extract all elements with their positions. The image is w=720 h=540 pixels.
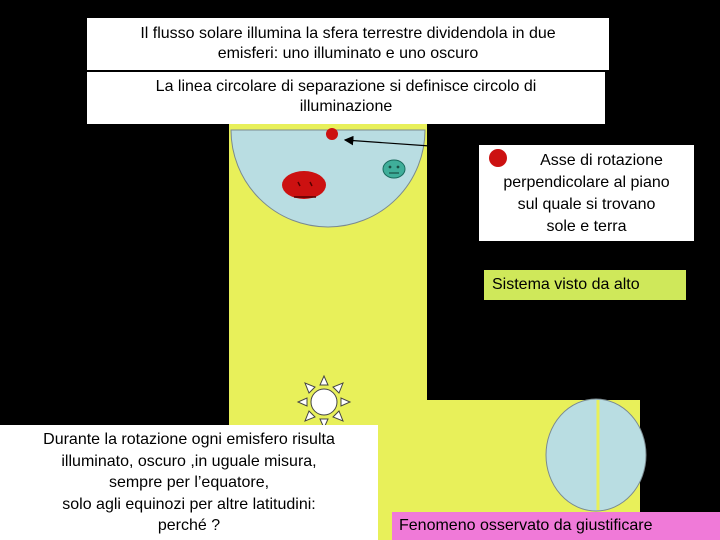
sun-icon [296,374,352,430]
axis-dot-icon [489,149,507,167]
caption-phenomenon-text: Fenomeno osservato da giustificare [399,517,653,534]
caption-axis-line3: sul quale si trovano [517,196,656,213]
caption-flux: Il flusso solare illumina la sfera terre… [87,18,609,70]
caption-axis: Asse di rotazione perpendicolare al pian… [479,145,694,241]
caption-rotation: Durante la rotazione ogni emisfero risul… [0,425,378,540]
caption-axis-line4: sole e terra [546,218,627,235]
caption-rotation-line1: Durante la rotazione ogni emisfero risul… [43,431,335,448]
earth-sphere-side [545,398,647,512]
caption-rotation-line4: solo agli equinozi per altre latitudini: [62,495,316,513]
caption-axis-line2: perpendicolare al piano [503,174,670,191]
caption-top-view-text: Sistema visto da alto [492,276,640,293]
earth-side-view [545,398,647,512]
caption-circle-line2: illuminazione [299,98,393,115]
caption-axis-line1: Asse di rotazione [540,152,663,169]
caption-flux-line1: Il flusso solare illumina la sfera terre… [140,25,556,42]
green-face-icon [382,159,406,179]
caption-circle: La linea circolare di separazione si def… [87,72,605,124]
caption-rotation-line5: perché ? [157,517,221,534]
caption-phenomenon: Fenomeno osservato da giustificare [392,512,720,540]
arrow-to-circle [343,135,431,147]
caption-circle-line1: La linea circolare di separazione si def… [155,78,537,95]
red-dot-top [326,128,338,140]
earth-sphere [230,129,426,228]
caption-flux-line2: emisferi: uno illuminato e uno oscuro [217,45,479,62]
caption-top-view: Sistema visto da alto [484,270,686,300]
caption-rotation-line3: sempre per l’equatore, [108,474,270,491]
red-face-icon [282,171,326,199]
earth-top-view [230,128,426,228]
caption-rotation-line2: illuminato, oscuro ,in uguale misura, [61,452,317,470]
